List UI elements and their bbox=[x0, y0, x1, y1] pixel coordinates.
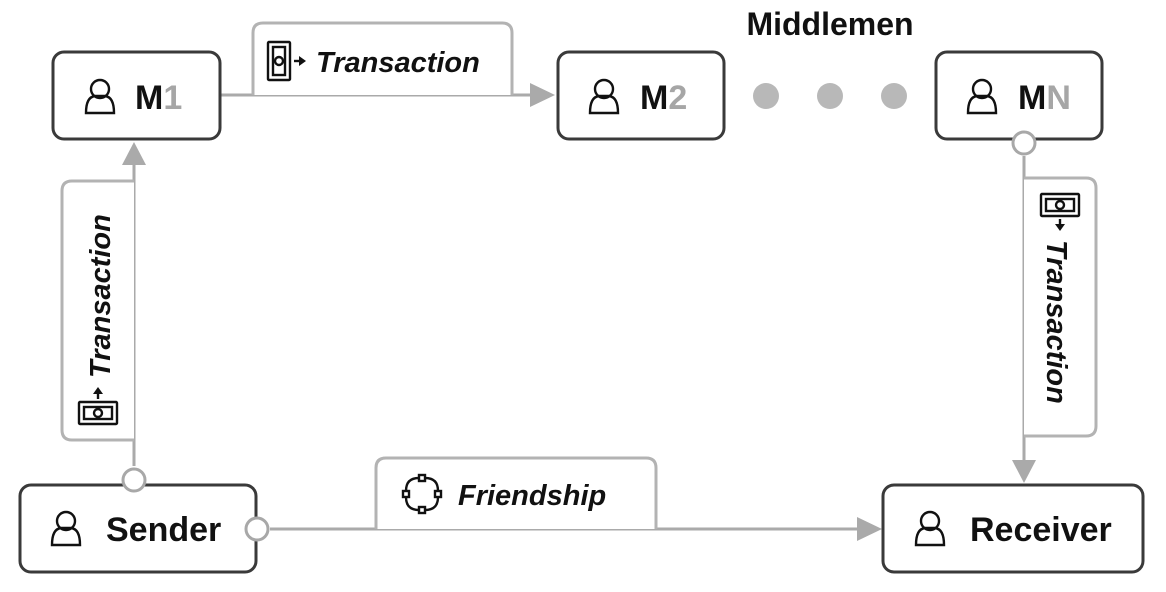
port-sender-top bbox=[121, 467, 147, 493]
edge-label-mn-receiver: Transaction bbox=[1024, 176, 1098, 438]
node-receiver: Receiver bbox=[881, 483, 1145, 574]
node-label: M2 bbox=[640, 79, 687, 117]
money-transfer-icon bbox=[1039, 192, 1081, 231]
arrowhead-down bbox=[1012, 460, 1036, 483]
node-label: MN bbox=[1018, 79, 1071, 117]
node-mn: MN bbox=[934, 50, 1104, 141]
port-mn-bottom bbox=[1011, 130, 1037, 156]
node-sender: Sender bbox=[18, 483, 258, 574]
arrowhead-right bbox=[857, 517, 882, 541]
money-transfer-icon bbox=[77, 387, 119, 426]
money-transfer-icon bbox=[266, 40, 306, 82]
port-sender-right bbox=[244, 516, 270, 542]
edge-label-m1-m2: Transaction bbox=[251, 21, 514, 95]
middlemen-ellipsis bbox=[753, 83, 907, 109]
edge-label-text: Friendship bbox=[458, 480, 606, 512]
edge-label-sender-m1: Transaction bbox=[60, 179, 134, 442]
edge-label-text: Transaction bbox=[85, 214, 117, 378]
node-label: M1 bbox=[135, 79, 182, 117]
node-label: Receiver bbox=[970, 511, 1112, 549]
edge-label-sender-receiver: Friendship bbox=[374, 456, 658, 529]
arrowhead-right bbox=[530, 83, 555, 107]
edge-label-text: Transaction bbox=[316, 47, 480, 79]
network-icon bbox=[401, 473, 443, 515]
edge-label-text: Transaction bbox=[1040, 240, 1072, 404]
node-m2: M2 bbox=[556, 50, 726, 141]
diagram-title: Middlemen bbox=[746, 6, 913, 42]
node-label: Sender bbox=[106, 511, 221, 549]
node-m1: M1 bbox=[51, 50, 222, 141]
arrowhead-up bbox=[122, 142, 146, 165]
